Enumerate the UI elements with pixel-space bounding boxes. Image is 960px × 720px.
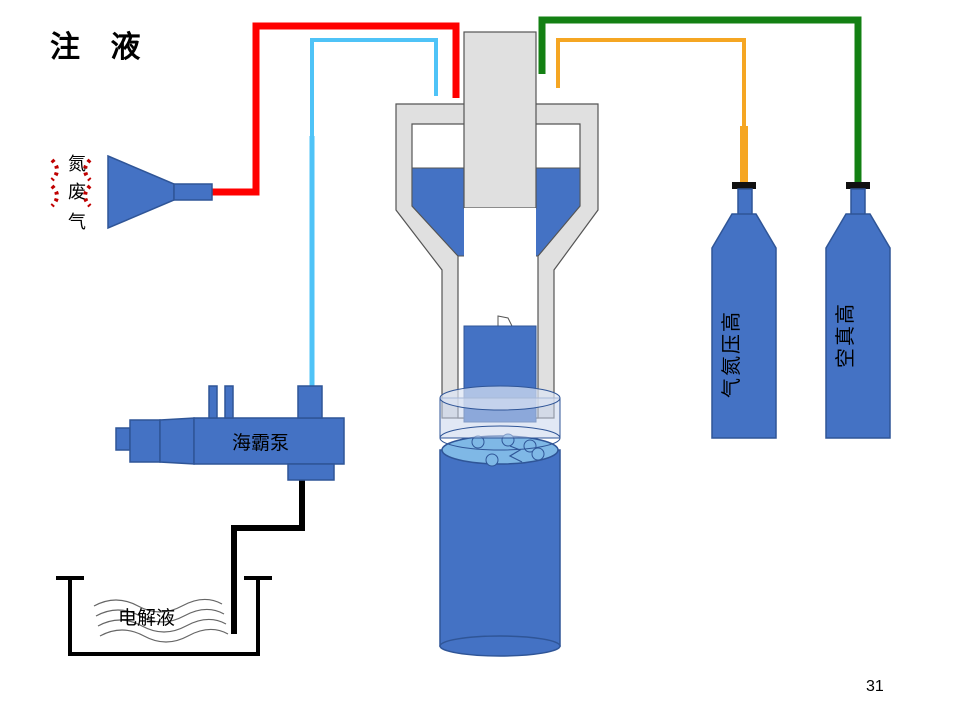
electrolyte-tank xyxy=(56,576,272,656)
black-electrolyte-pipe xyxy=(231,478,305,634)
pump-label: 海霸泵 xyxy=(232,432,289,454)
exhaust-funnel xyxy=(107,154,213,230)
exhaust-dotted-marks xyxy=(50,158,92,208)
pump xyxy=(115,385,345,481)
vacuum-cylinder xyxy=(825,182,891,439)
vessel-inner-shaft xyxy=(464,208,536,328)
orange-nitrogen-pipe xyxy=(556,38,746,126)
exhaust-label-char-3: 气 xyxy=(68,212,86,233)
red-exhaust-pipe xyxy=(212,22,460,196)
nitrogen-cylinder xyxy=(711,182,777,439)
exhaust-label-char-1: 氮 xyxy=(68,154,86,175)
electrolyte-label: 电解液 xyxy=(118,607,175,629)
vacuum-cylinder-label: 空真高 xyxy=(833,302,857,368)
vessel-center-column xyxy=(463,31,537,209)
green-vacuum-pipe xyxy=(538,16,862,184)
electrolyte-wave-lines xyxy=(93,598,229,643)
nitrogen-cylinder-label: 气氮压高 xyxy=(719,310,743,398)
exhaust-label-char-2: 废 xyxy=(68,182,86,203)
slide-title: 注 液 xyxy=(50,30,151,65)
transparent-sleeve xyxy=(439,385,561,451)
battery-cell xyxy=(439,449,561,657)
page-number: 31 xyxy=(866,678,884,695)
